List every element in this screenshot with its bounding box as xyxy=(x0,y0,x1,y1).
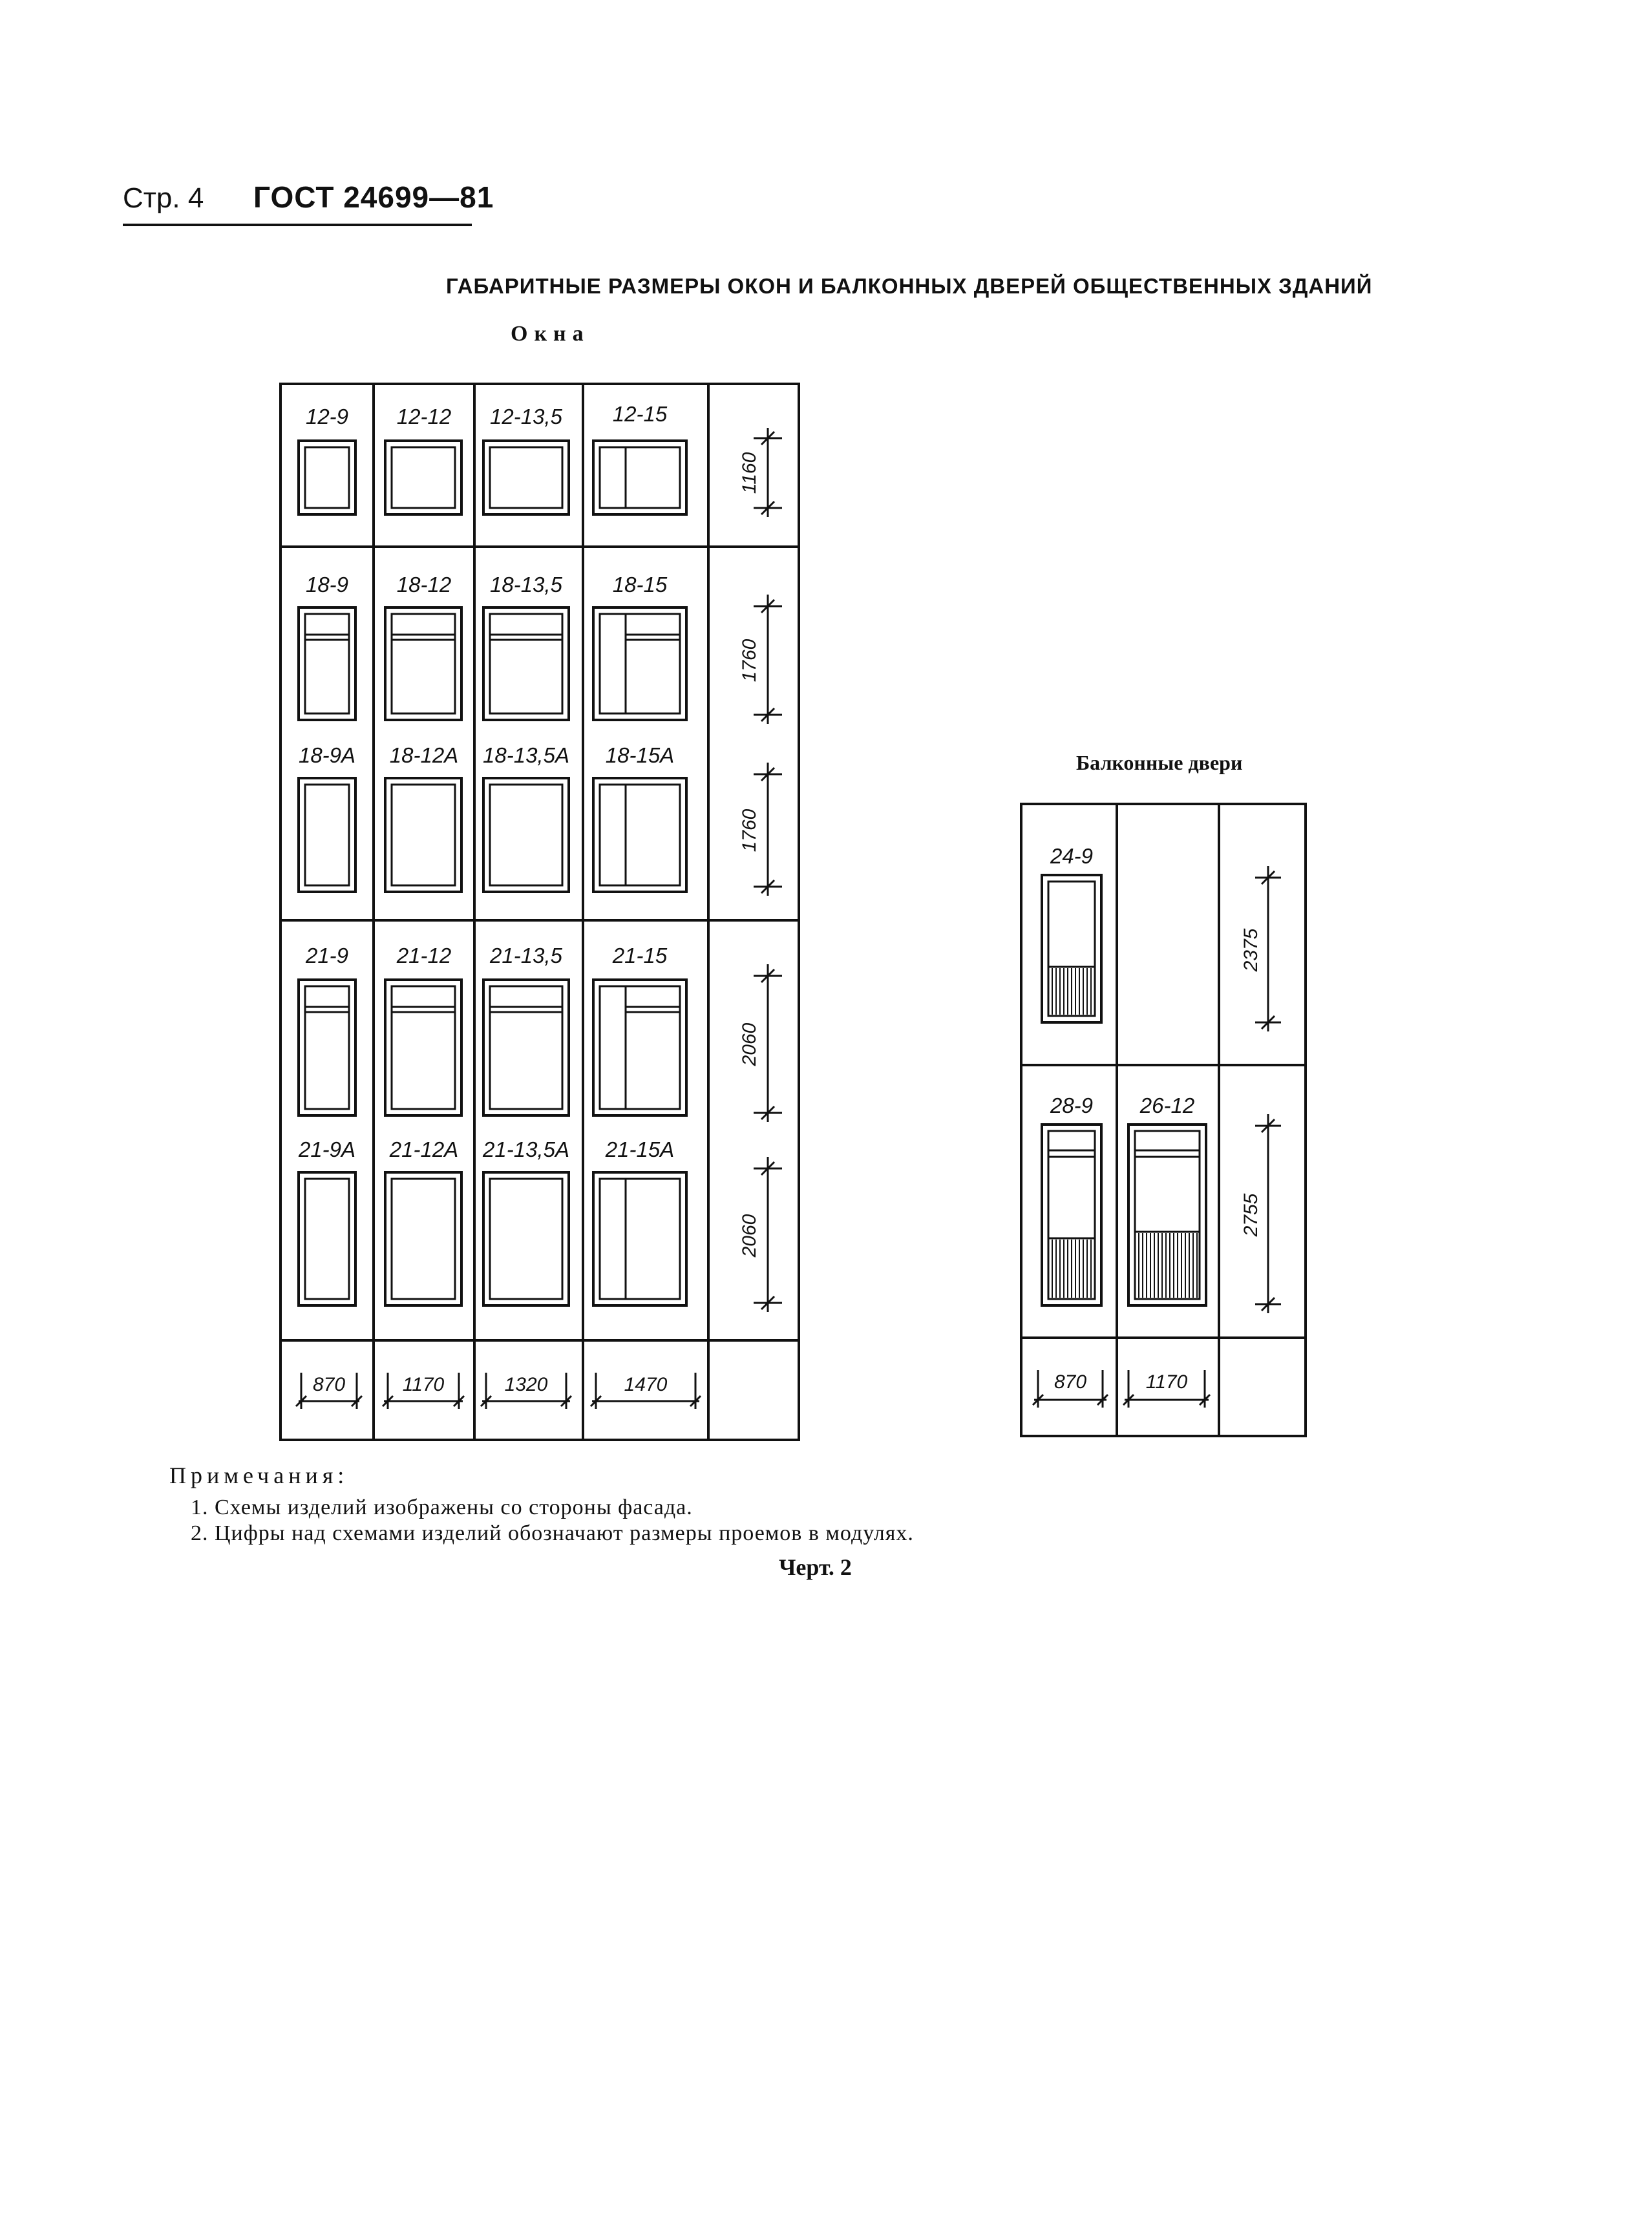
window-21-15-schematic xyxy=(592,978,688,1117)
width-dimension: 870 xyxy=(1054,1371,1087,1393)
door-26-12-schematic xyxy=(1127,1123,1207,1307)
dim-2060-a xyxy=(754,964,782,1122)
dim-1160 xyxy=(754,428,782,517)
width-dimension: 1470 xyxy=(624,1374,668,1395)
window-label: 12-15 xyxy=(612,402,668,426)
window-21-15a-schematic xyxy=(592,1171,688,1307)
hatch-26-12 xyxy=(1138,1233,1198,1298)
window-18-15-schematic xyxy=(592,606,688,721)
door-28-9-schematic xyxy=(1041,1123,1103,1307)
dim-1320 xyxy=(480,1373,573,1409)
page-title: ГАБАРИТНЫЕ РАЗМЕРЫ ОКОН И БАЛКОННЫХ ДВЕР… xyxy=(446,274,1373,298)
hatch-24-9 xyxy=(1052,968,1092,1015)
window-label: 18-13,5А xyxy=(483,743,569,767)
window-label: 21-13,5А xyxy=(483,1137,569,1161)
dim-door-1170 xyxy=(1122,1370,1211,1408)
window-label: 21-15А xyxy=(605,1137,675,1161)
dim-2755 xyxy=(1255,1114,1281,1313)
dim-2375 xyxy=(1255,866,1281,1031)
window-18-15a-schematic xyxy=(592,777,688,893)
window-12-15-schematic xyxy=(592,439,688,516)
hatch-28-9 xyxy=(1052,1240,1092,1298)
notes-heading: Примечания: xyxy=(169,1463,349,1488)
doors-subtitle: Балконные двери xyxy=(1076,751,1243,774)
window-label: 12-12 xyxy=(396,405,452,428)
window-21-12a-schematic xyxy=(384,1171,463,1307)
width-dimension: 1170 xyxy=(1145,1371,1188,1393)
window-12-13-5-schematic xyxy=(482,439,570,516)
empty-cell xyxy=(1218,1336,1307,1437)
window-21-9-schematic xyxy=(297,978,357,1117)
window-label: 12-9 xyxy=(305,405,349,428)
window-label: 21-12А xyxy=(389,1137,459,1161)
width-dimension: 870 xyxy=(312,1374,346,1395)
dim-1760-b xyxy=(754,763,782,896)
window-label: 18-15 xyxy=(612,573,668,597)
window-label: 18-12 xyxy=(396,573,452,597)
height-dimension-lines xyxy=(754,428,1281,1313)
door-24-9-schematic xyxy=(1041,874,1103,1024)
window-21-13-5a-schematic xyxy=(482,1171,570,1307)
width-dimension: 1320 xyxy=(504,1374,548,1395)
standard-number: ГОСТ 24699—81 xyxy=(253,180,494,214)
window-label: 21-15 xyxy=(612,944,668,967)
door-hatching xyxy=(1052,968,1198,1298)
window-12-9-schematic xyxy=(297,439,357,516)
header-rule xyxy=(123,224,472,226)
window-label: 18-9 xyxy=(305,573,349,597)
empty-cell xyxy=(707,1339,800,1441)
dim-1760-a xyxy=(754,595,782,724)
note-item: 1. Схемы изделий изображены со стороны ф… xyxy=(191,1495,693,1519)
window-21-12-schematic xyxy=(384,978,463,1117)
window-label: 18-12А xyxy=(389,743,459,767)
dim-2060-b xyxy=(754,1157,782,1312)
window-18-9a-schematic xyxy=(297,777,357,893)
window-18-13-5a-schematic xyxy=(482,777,570,893)
window-label: 18-15А xyxy=(605,743,675,767)
page-number: Стр. 4 xyxy=(123,182,204,214)
window-18-12-schematic xyxy=(384,606,463,721)
window-label: 18-9А xyxy=(298,743,356,767)
width-dimension: 1170 xyxy=(402,1374,445,1395)
note-item: 2. Цифры над схемами изделий обозначают … xyxy=(191,1521,914,1545)
windows-subtitle: Окна xyxy=(511,322,590,346)
dim-door-870 xyxy=(1032,1370,1109,1408)
door-label: 28-9 xyxy=(1050,1093,1094,1117)
window-label: 21-9 xyxy=(305,944,349,967)
window-18-12a-schematic xyxy=(384,777,463,893)
width-dimension-lines xyxy=(295,1370,1211,1409)
window-label: 21-13,5 xyxy=(490,944,562,967)
dim-1470 xyxy=(589,1373,702,1409)
window-21-13-5-schematic xyxy=(482,978,570,1117)
window-label: 21-9А xyxy=(298,1137,356,1161)
dim-1170 xyxy=(381,1373,465,1409)
window-18-13-5-schematic xyxy=(482,606,570,721)
door-label: 26-12 xyxy=(1139,1093,1195,1117)
figure-caption: Черт. 2 xyxy=(779,1554,852,1580)
window-label: 12-13,5 xyxy=(490,405,562,428)
window-21-9a-schematic xyxy=(297,1171,357,1307)
window-label: 18-13,5 xyxy=(490,573,562,597)
window-12-12-schematic xyxy=(384,439,463,516)
window-label: 21-12 xyxy=(396,944,452,967)
window-18-9-schematic xyxy=(297,606,357,721)
dim-870 xyxy=(295,1373,363,1409)
door-label: 24-9 xyxy=(1050,844,1094,868)
